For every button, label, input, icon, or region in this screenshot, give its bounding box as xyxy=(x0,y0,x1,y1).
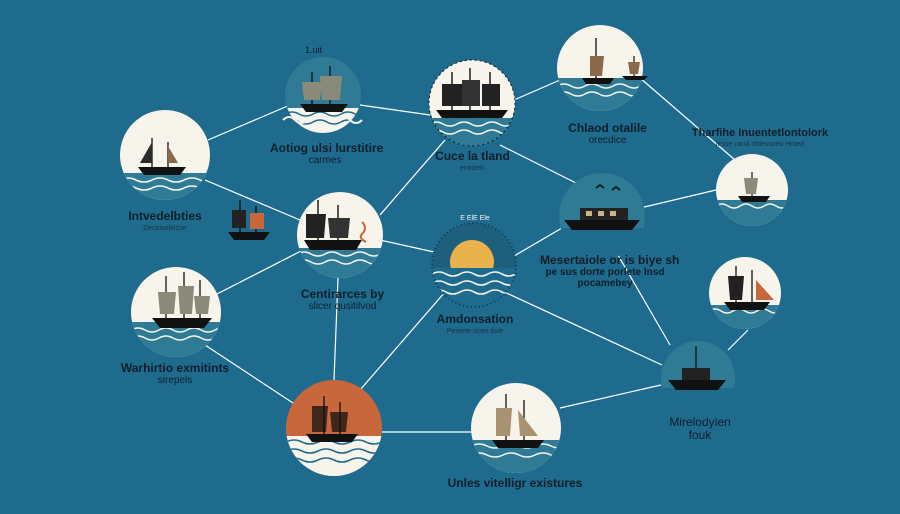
label-node-d: Tharfihe Inuentetlontolork lesse cand dh… xyxy=(691,127,829,149)
label-top-small: 1.uit xyxy=(305,45,323,55)
label-node-a: Aotiog ulsi lurstitire carmes xyxy=(270,141,384,167)
ship-icon-floating xyxy=(228,200,270,240)
node-intvedelbties xyxy=(120,110,210,200)
label-node-g: Amdonsation Penerte ocen tiste xyxy=(436,312,514,336)
node-right-ship xyxy=(709,257,781,329)
connection-lines xyxy=(204,77,749,433)
node-unles xyxy=(471,383,561,473)
node-mesertaiole xyxy=(559,173,645,259)
label-node-k: Unles vitelligr existures xyxy=(447,476,583,490)
label-node-h: Mesertaiole or is biye sh pe sus dorte p… xyxy=(540,253,680,290)
node-warhirtio xyxy=(131,267,221,357)
label-center-tag: E ElE Ele xyxy=(460,215,490,222)
label-node-i: Warhirtio exmitints sirepels xyxy=(120,361,230,387)
label-node-e: Intvedelbties Derisiseleicoe xyxy=(128,209,202,233)
node-amdonsation xyxy=(431,222,517,308)
node-cuce-la-tland xyxy=(428,59,516,147)
node-tharfihe xyxy=(716,154,788,226)
label-node-f: Centirarces by slicer qusitilvod xyxy=(300,287,385,313)
label-node-j: Mirelodyien fouk xyxy=(669,415,731,443)
node-centirarces xyxy=(297,192,383,278)
node-chlaod xyxy=(557,25,648,111)
node-aotiog xyxy=(282,57,363,133)
label-node-c: Chlaod otalile orecdice xyxy=(568,121,647,147)
node-mirelodyien xyxy=(661,341,735,415)
label-node-b: Cuce la tland entidetn xyxy=(435,149,510,173)
node-rust-ship xyxy=(286,380,382,476)
